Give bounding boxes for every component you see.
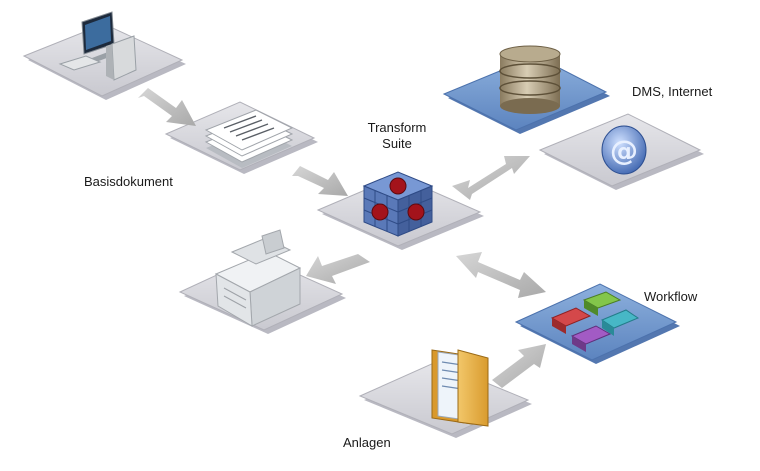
folder-icon	[431, 349, 489, 427]
arrow-computer-to-documents	[138, 88, 196, 126]
transform-cube-icon	[362, 171, 434, 237]
platform-workflow	[514, 283, 680, 364]
workflow-blocks-icon	[550, 291, 640, 352]
label-transform-line1: Transform	[367, 120, 427, 135]
label-transform-suite: Transform Suite	[360, 120, 434, 152]
label-workflow: Workflow	[644, 289, 698, 304]
document-stack-icon	[204, 109, 294, 168]
label-anlagen: Anlagen	[343, 435, 391, 450]
label-transform-line2: Suite	[382, 136, 412, 151]
label-basisdokument: Basisdokument	[84, 174, 173, 189]
arrow-documents-to-transform	[292, 166, 348, 196]
label-dms-internet: DMS, Internet	[632, 84, 713, 99]
arrow-transform-workflow	[456, 252, 546, 298]
arrow-transform-database	[452, 156, 530, 200]
at-sign-icon: @	[601, 125, 647, 175]
database-icon	[499, 45, 561, 114]
printer-icon	[214, 229, 302, 327]
svg-text:@: @	[610, 134, 638, 167]
arrow-folder-to-workflow	[492, 344, 546, 388]
computer-icon	[58, 11, 137, 81]
arrow-transform-to-printer	[306, 254, 370, 284]
